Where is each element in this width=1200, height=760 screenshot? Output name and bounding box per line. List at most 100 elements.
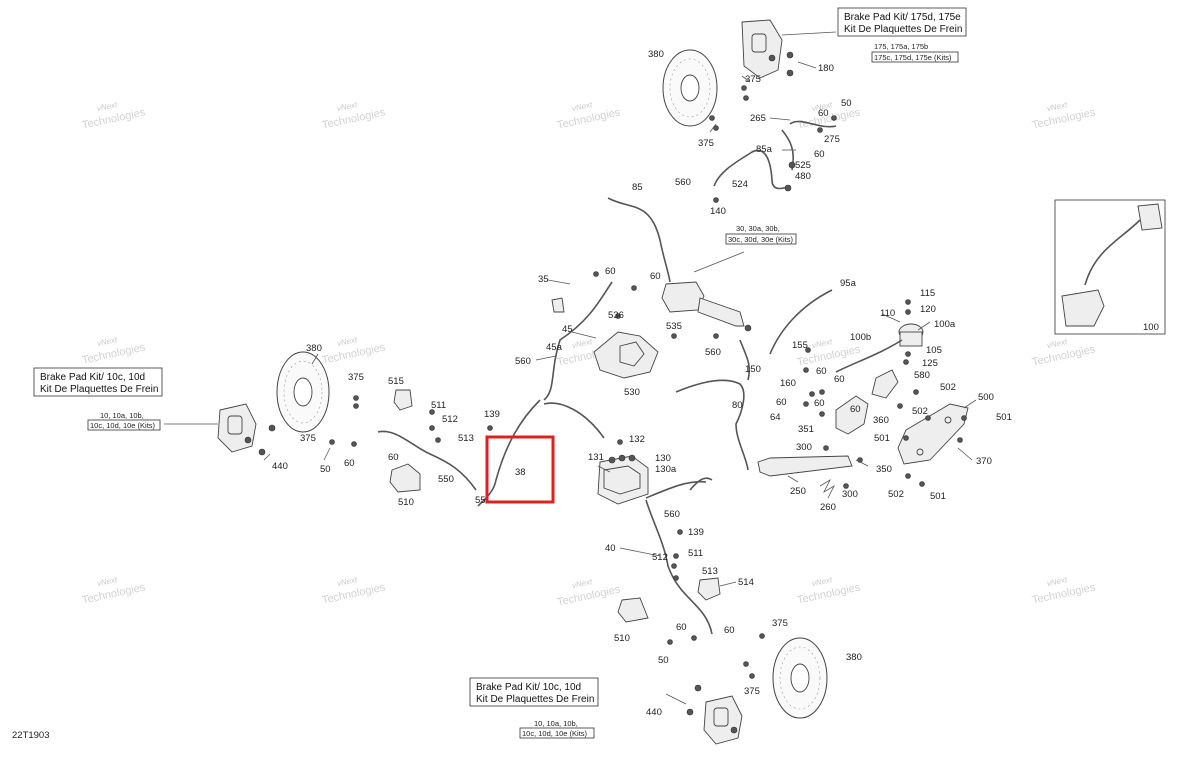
bracket-510-bottom: [617, 597, 649, 623]
callout: 502: [888, 489, 904, 500]
callout: 140: [710, 206, 726, 217]
svg-text:Technologies: Technologies: [556, 106, 622, 131]
callout: 180: [818, 63, 834, 74]
svg-text:10, 10a, 10b,: 10, 10a, 10b,: [534, 719, 578, 728]
kit-label-left: Brake Pad Kit/ 10c, 10d Kit De Plaquette…: [33, 367, 163, 431]
callout: 85: [632, 182, 643, 193]
callout: 105: [926, 345, 942, 356]
callout: 502: [940, 382, 956, 393]
callout: 515: [388, 376, 404, 387]
svg-text:30c, 30d, 30e (Kits): 30c, 30d, 30e (Kits): [728, 235, 794, 244]
svg-text:Technologies: Technologies: [81, 341, 147, 366]
callout: 530: [624, 387, 640, 398]
callout: 100: [1143, 322, 1159, 333]
caliper-park: [835, 369, 899, 435]
svg-text:vNext: vNext: [811, 337, 834, 350]
callout: 40: [605, 543, 616, 554]
callout: 60: [344, 458, 355, 469]
callout: 380: [306, 343, 322, 354]
callout-labels: 380 375 375 180 50 60 265 275 60 85a 525…: [272, 49, 1159, 718]
callout-38: 38: [515, 467, 526, 478]
callout: 502: [912, 406, 928, 417]
callout: 560: [515, 356, 531, 367]
svg-text:Technologies: Technologies: [321, 341, 387, 366]
callout: 120: [920, 304, 936, 315]
callout: 260: [820, 502, 836, 513]
callout: 375: [300, 433, 316, 444]
svg-text:30, 30a, 30b,: 30, 30a, 30b,: [736, 224, 780, 233]
svg-text:vNext: vNext: [336, 575, 359, 588]
callout: 115: [920, 288, 935, 299]
callout: 60: [388, 452, 399, 463]
callout: 511: [688, 548, 703, 559]
callout: 132: [629, 434, 645, 445]
callout: 380: [648, 49, 664, 60]
callout: 60: [676, 622, 687, 633]
kit-label-bottom: Brake Pad Kit/ 10c, 10d Kit De Plaquette…: [469, 677, 599, 739]
callout: 300: [796, 442, 812, 453]
callout: 580: [914, 370, 930, 381]
callout: 60: [776, 397, 787, 408]
brake-pedal-bracket: [897, 403, 969, 465]
svg-text:Brake Pad Kit/ 10c, 10d: Brake Pad Kit/ 10c, 10d: [40, 372, 145, 383]
callout: 60: [605, 266, 616, 277]
callout: 513: [702, 566, 718, 577]
svg-text:vNext: vNext: [336, 100, 359, 113]
brake-lines: [377, 120, 903, 635]
svg-text:Brake Pad Kit/ 10c, 10d: Brake Pad Kit/ 10c, 10d: [476, 682, 581, 693]
callout: 511: [431, 400, 446, 411]
svg-text:vNext: vNext: [811, 100, 834, 113]
callout: 55: [475, 495, 486, 506]
highlight-box: [485, 435, 555, 504]
brake-disc-left: [276, 351, 330, 433]
svg-text:Technologies: Technologies: [1031, 581, 1097, 606]
callout: 60: [724, 625, 735, 636]
svg-text:Technologies: Technologies: [556, 583, 622, 608]
callout: 300: [842, 489, 858, 500]
svg-text:vNext: vNext: [1046, 100, 1069, 113]
svg-text:Technologies: Technologies: [321, 106, 387, 131]
callout: 351: [798, 424, 814, 435]
svg-text:vNext: vNext: [96, 575, 119, 588]
callout: 50: [320, 464, 331, 475]
callout: 150: [745, 364, 761, 375]
callout: 375: [772, 618, 788, 629]
callout: 360: [873, 415, 889, 426]
kit-label-top: Brake Pad Kit/ 175d, 175e Kit De Plaquet…: [837, 7, 967, 63]
callout: 375: [698, 138, 714, 149]
svg-text:Technologies: Technologies: [796, 581, 862, 606]
svg-text:Technologies: Technologies: [1031, 106, 1097, 131]
callout: 60: [834, 374, 845, 385]
svg-text:vNext: vNext: [571, 577, 594, 590]
callout: 524: [732, 179, 748, 190]
svg-text:175c, 175d, 175e (Kits): 175c, 175d, 175e (Kits): [874, 53, 952, 62]
callout: 125: [922, 358, 938, 369]
callout: 370: [976, 456, 992, 467]
master-cylinder: [661, 281, 752, 332]
callout: 375: [348, 372, 364, 383]
callout: 510: [398, 497, 414, 508]
callout: 60: [814, 149, 825, 160]
pedal-arm: [757, 455, 853, 477]
callout: 80: [732, 400, 743, 411]
callout: 480: [795, 171, 811, 182]
callout: 350: [876, 464, 892, 475]
kit-label-master-cylinder: 30, 30a, 30b, 30c, 30d, 30e (Kits): [725, 224, 797, 245]
callout: 131: [588, 452, 604, 463]
callout: 60: [814, 398, 825, 409]
callout: 500: [978, 392, 994, 403]
callout: 100a: [934, 319, 956, 330]
svg-text:Technologies: Technologies: [321, 581, 387, 606]
callout: 501: [874, 433, 890, 444]
callout: 510: [614, 633, 630, 644]
